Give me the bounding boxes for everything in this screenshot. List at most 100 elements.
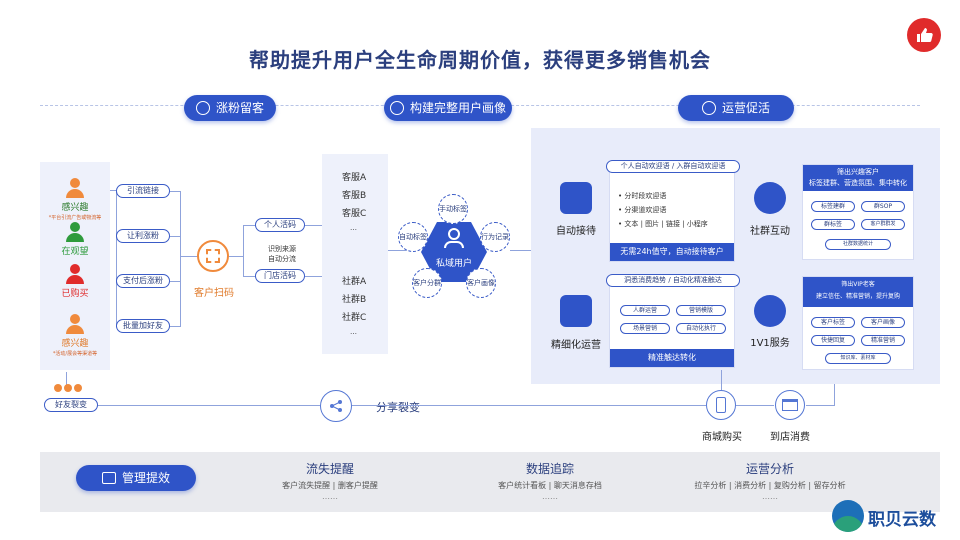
persona-panel: 感兴趣 *平台引流广告或物流等 在观望 已购买 感兴趣 *活动/展会等渠道等	[40, 162, 110, 370]
brand-logo-icon	[832, 500, 864, 532]
thumbs-up-icon	[907, 18, 941, 52]
target-icon	[389, 101, 404, 115]
community-card: 筛出兴趣客户标签建群、营造氛围、集中转化 标签建群 群SOP 群标签 客户群群发…	[802, 164, 914, 260]
channel-discount-fans: 让利涨粉	[116, 229, 170, 243]
user-icon	[70, 264, 80, 274]
group-a: 社群A	[342, 277, 367, 287]
brand-name: 职贝云数	[868, 510, 936, 530]
private-user-hexagon	[420, 220, 488, 284]
store-code: 门店活码	[255, 269, 305, 283]
service-panel: 客服A 客服B 客服C … 社群A 社群B 社群C …	[322, 154, 388, 354]
service-more: …	[350, 224, 357, 232]
data-tracking-more: ……	[542, 492, 558, 501]
group-icon	[754, 182, 786, 214]
management-pill: 管理提效	[76, 465, 196, 491]
user-icon	[70, 178, 80, 188]
personal-code: 个人活码	[255, 218, 305, 232]
refined-ops-label: 精细化运营	[551, 340, 601, 351]
chip-quick-reply: 快捷回复	[811, 335, 855, 346]
auto-reception-item: • 文本 | 图片 | 链接 | 小程序	[618, 220, 708, 228]
user-icon	[448, 228, 460, 240]
refined-ops-bar: 精准触达转化	[610, 349, 734, 367]
section-label: 涨粉留客	[215, 101, 264, 115]
persona-interested-1: 感兴趣 *平台引流广告或物流等	[40, 178, 110, 221]
private-user-label: 私域用户	[435, 259, 472, 269]
tag-segment: 客户分群	[412, 268, 442, 298]
user-icon	[70, 222, 80, 232]
handshake-icon	[560, 182, 592, 214]
community-label: 社群互动	[750, 226, 790, 237]
auto-reception-item: • 分渠道欢迎语	[618, 206, 667, 214]
auto-reception-bar: 无需24h值守，自动接待客户	[610, 243, 734, 261]
data-tracking-sub: 客户统计看板 | 聊天消息存档	[498, 481, 602, 490]
section-pill-profile: 构建完整用户画像	[384, 95, 512, 121]
ops-analysis-more: ……	[762, 492, 778, 501]
channel-bulk-add-friends: 批量加好友	[116, 319, 170, 333]
chip-precise-marketing: 精准营销	[861, 335, 905, 346]
one-on-one-card: 筛出VIP老客建立信任、精准营销，提升复购 客户标签 客户画像 快捷回复 精准营…	[802, 276, 914, 370]
service-b: 客服B	[342, 191, 367, 201]
community-head: 筛出兴趣客户标签建群、营造氛围、集中转化	[803, 165, 913, 191]
user-icon	[70, 314, 80, 324]
chip-auto-exec: 自动化执行	[676, 323, 726, 334]
chip-marketing-template: 营销模版	[676, 305, 726, 316]
scan-icon	[197, 240, 229, 272]
refined-ops-card: 洞悉消费趋势 / 自动化精准触达 人群运营 营销模版 场景营销 自动化执行 精准…	[606, 274, 740, 368]
refresh-icon	[701, 101, 716, 115]
channel-post-payment: 支付后涨粉	[116, 274, 170, 288]
channel-referral-link: 引流链接	[116, 184, 170, 198]
mall-label: 商城购买	[702, 432, 742, 443]
chip-group-tag: 群标签	[811, 219, 855, 230]
chip-scene-marketing: 场景营销	[620, 323, 670, 334]
group-b: 社群B	[342, 295, 367, 305]
data-tracking-title: 数据追踪	[525, 462, 574, 476]
recognition-text-1: 识别来源	[268, 245, 296, 253]
section-label: 构建完整用户画像	[409, 101, 506, 115]
service-c: 客服C	[342, 209, 367, 219]
scan-label: 客户扫码	[194, 288, 234, 299]
auto-reception-label: 自动接待	[556, 226, 596, 237]
chip-group-stats: 社群数据统计	[825, 239, 891, 250]
chat-icon	[754, 295, 786, 327]
one-on-one-head: 筛出VIP老客建立信任、精准营销，提升复购	[803, 277, 913, 307]
chip-group-broadcast: 客户群群发	[861, 219, 905, 230]
section-label: 运营促活	[721, 101, 770, 115]
churn-alert-more: ……	[322, 492, 338, 501]
recognition-text-2: 自动分流	[268, 255, 296, 263]
tag-portrait: 客户画像	[466, 268, 496, 298]
share-icon	[320, 390, 352, 422]
auto-reception-item: • 分时段欢迎语	[618, 192, 667, 200]
check-circle-icon	[195, 101, 210, 115]
chart-up-icon	[560, 295, 592, 327]
friend-group-icon	[50, 384, 86, 394]
service-a: 客服A	[342, 173, 367, 183]
one-on-one-label: 1V1服务	[750, 338, 790, 349]
dashboard-icon	[101, 472, 116, 484]
chip-crowd-ops: 人群运营	[620, 305, 670, 316]
store-icon	[775, 390, 805, 420]
section-pill-ops: 运营促活	[678, 95, 794, 121]
management-band: 管理提效 流失提醒 客户流失提醒 | 删客户提醒 …… 数据追踪 客户统计看板 …	[40, 452, 940, 512]
refined-ops-head: 洞悉消费趋势 / 自动化精准触达	[606, 274, 740, 287]
management-label: 管理提效	[121, 471, 170, 485]
share-label: 分享裂变	[376, 401, 420, 414]
store-visit-label: 到店消费	[770, 432, 810, 443]
tag-behavior: 行为记录	[480, 222, 510, 252]
persona-watching: 在观望	[40, 222, 110, 257]
chip-customer-portrait: 客户画像	[861, 317, 905, 328]
tag-manual: 手动标签	[438, 194, 468, 224]
friend-share-box: 好友裂变	[44, 398, 98, 412]
chip-knowledge-base: 知识库、素材库	[825, 353, 891, 364]
section-pill-fans: 涨粉留客	[184, 95, 276, 121]
chip-customer-tag: 客户标签	[811, 317, 855, 328]
auto-reception-card: 个人自动欢迎语 / 入群自动欢迎语 • 分时段欢迎语 • 分渠道欢迎语 • 文本…	[606, 160, 740, 262]
page-title: 帮助提升用户全生命周期价值，获得更多销售机会	[249, 48, 711, 72]
churn-alert-title: 流失提醒	[305, 462, 354, 476]
chip-group-sop: 群SOP	[861, 201, 905, 212]
churn-alert-sub: 客户流失提醒 | 删客户提醒	[282, 481, 378, 490]
auto-reception-head: 个人自动欢迎语 / 入群自动欢迎语	[606, 160, 740, 173]
ops-analysis-sub: 拉辛分析 | 消费分析 | 复购分析 | 留存分析	[694, 481, 846, 490]
persona-purchased: 已购买	[40, 264, 110, 299]
phone-icon	[706, 390, 736, 420]
group-more: …	[350, 328, 357, 336]
